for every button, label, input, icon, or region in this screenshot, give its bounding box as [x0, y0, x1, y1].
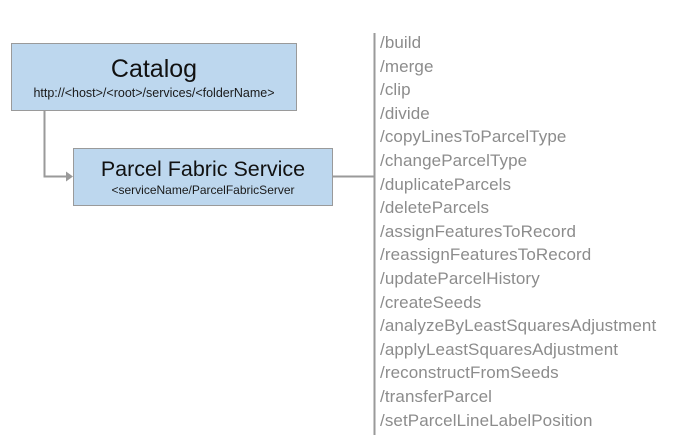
arrowhead-icon — [66, 171, 73, 182]
node-catalog-title: Catalog — [110, 54, 198, 83]
operation-item[interactable]: /deleteParcels — [380, 198, 490, 218]
operation-item[interactable]: /merge — [380, 56, 434, 76]
node-service-title: Parcel Fabric Service — [100, 157, 306, 182]
operation-item[interactable]: /reconstructFromSeeds — [380, 363, 559, 383]
operation-item[interactable]: /clip — [380, 80, 411, 100]
operation-item[interactable]: /copyLinesToParcelType — [380, 127, 567, 147]
operation-item[interactable]: /applyLeastSquaresAdjustment — [380, 339, 619, 359]
operation-item[interactable]: /changeParcelType — [380, 150, 528, 170]
operation-item[interactable]: /createSeeds — [380, 292, 482, 312]
operation-item[interactable]: /analyzeByLeastSquaresAdjustment — [380, 316, 657, 336]
node-parcel-fabric-service[interactable]: Parcel Fabric Service <serviceName/Parce… — [73, 148, 333, 206]
operations-list: /build /merge /clip /divide /copyLinesTo… — [380, 31, 686, 432]
operation-item[interactable]: /duplicateParcels — [380, 174, 512, 194]
operation-item[interactable]: /setParcelLineLabelPosition — [380, 410, 593, 430]
operation-item[interactable]: /transferParcel — [380, 386, 493, 406]
operation-item[interactable]: /updateParcelHistory — [380, 268, 540, 288]
operation-item[interactable]: /build — [380, 33, 422, 52]
operation-item[interactable]: /assignFeaturesToRecord — [380, 221, 577, 241]
node-catalog[interactable]: Catalog http://<host>/<root>/services/<f… — [11, 43, 297, 111]
connector-catalog-to-service — [43, 111, 73, 182]
node-catalog-url: http://<host>/<root>/services/<folderNam… — [33, 85, 275, 100]
operation-item[interactable]: /divide — [380, 103, 430, 123]
operation-item[interactable]: /reassignFeaturesToRecord — [380, 245, 592, 265]
node-service-path: <serviceName/ParcelFabricServer — [111, 182, 295, 197]
